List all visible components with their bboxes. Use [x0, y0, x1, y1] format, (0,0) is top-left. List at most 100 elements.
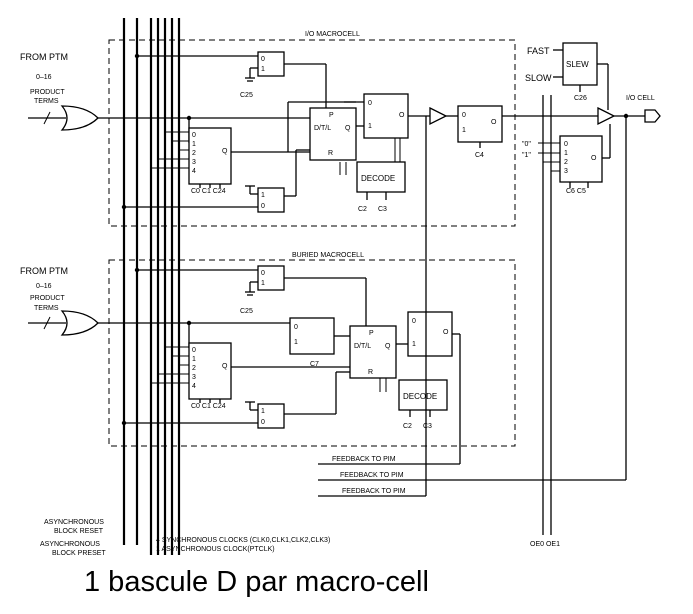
svg-text:"1": "1"	[522, 152, 531, 159]
slew-mux	[562, 42, 598, 86]
buried-macrocell-border	[108, 259, 516, 447]
buried-register	[349, 325, 397, 379]
svg-text:1: 1	[368, 123, 372, 130]
buried-macrocell-label: BURIED MACROCELL	[292, 252, 364, 259]
svg-text:0: 0	[462, 112, 466, 119]
svg-text:4: 4	[192, 383, 196, 390]
svg-text:O: O	[399, 112, 405, 119]
svg-text:DECODE: DECODE	[403, 392, 437, 401]
svg-text:0: 0	[192, 347, 196, 354]
svg-text:1: 1	[261, 66, 265, 73]
svg-text:0: 0	[261, 203, 265, 210]
svg-text:0: 0	[564, 141, 568, 148]
svg-text:4: 4	[192, 168, 196, 175]
svg-text:P: P	[369, 330, 374, 337]
product-label-2: PRODUCT	[30, 295, 65, 302]
caption: 1 bascule D par macro-cell	[84, 566, 429, 598]
svg-text:"0": "0"	[522, 141, 531, 148]
from-ptm-label-2: FROM PTM	[20, 266, 68, 276]
svg-text:1: 1	[261, 192, 265, 199]
svg-text:C26: C26	[574, 95, 587, 102]
svg-text:C25: C25	[240, 92, 253, 99]
output-buffer	[597, 106, 616, 126]
svg-text:C3: C3	[423, 423, 432, 430]
io-pin	[644, 109, 661, 123]
svg-text:1: 1	[192, 141, 196, 148]
oe-mux	[559, 135, 603, 183]
svg-text:D/T/L: D/T/L	[314, 125, 331, 132]
svg-text:2: 2	[192, 365, 196, 372]
svg-text:O: O	[443, 329, 449, 336]
svg-text:C3: C3	[378, 206, 387, 213]
async-clock-label: 1 ASYNCHRONOUS CLOCK(PTCLK)	[156, 546, 275, 553]
svg-text:3: 3	[564, 168, 568, 175]
svg-text:C2: C2	[358, 206, 367, 213]
async-reset-label-2: BLOCK RESET	[54, 528, 104, 535]
or-gate-2	[60, 310, 99, 336]
buried-mux-reset	[257, 403, 285, 429]
svg-text:1: 1	[294, 339, 298, 346]
svg-text:Q: Q	[385, 343, 391, 350]
feedback-label-1: FEEDBACK TO PIM	[332, 456, 396, 463]
svg-text:0: 0	[261, 419, 265, 426]
svg-text:1: 1	[412, 341, 416, 348]
io-buffer	[429, 106, 448, 126]
svg-text:1: 1	[564, 150, 568, 157]
svg-text:3: 3	[192, 374, 196, 381]
svg-text:R: R	[368, 369, 373, 376]
svg-text:R: R	[328, 150, 333, 157]
svg-text:1: 1	[192, 356, 196, 363]
slow-label: SLOW	[525, 73, 552, 83]
svg-text:Q: Q	[222, 148, 228, 155]
svg-text:O: O	[591, 155, 597, 162]
sync-clocks-label: 4 SYNCHRONOUS CLOCKS (CLK0,CLK1,CLK2,CLK…	[156, 537, 330, 544]
global-bus	[122, 18, 552, 555]
svg-text:C25: C25	[240, 308, 253, 315]
io-macrocell-border	[108, 39, 516, 227]
io-feedback-mux	[457, 105, 503, 143]
svg-text:0: 0	[368, 100, 372, 107]
svg-text:2: 2	[564, 159, 568, 166]
buried-output-mux	[407, 311, 453, 357]
product-label-1: PRODUCT	[30, 89, 65, 96]
from-ptm-label-1: FROM PTM	[20, 52, 68, 62]
io-register	[309, 107, 357, 161]
io-macrocell-label: I/O MACROCELL	[305, 31, 360, 38]
svg-text:0: 0	[261, 270, 265, 277]
range-label-2: 0–16	[36, 283, 52, 290]
svg-text:Q: Q	[345, 125, 351, 132]
svg-text:C0 C1 C24: C0 C1 C24	[191, 403, 226, 410]
terms-label-1: TERMS	[34, 98, 59, 105]
or-gate-1	[60, 105, 99, 131]
feedback-label-3: FEEDBACK TO PIM	[342, 488, 406, 495]
io-decode	[356, 161, 406, 193]
svg-text:D/T/L: D/T/L	[354, 343, 371, 350]
terms-label-2: TERMS	[34, 305, 59, 312]
svg-text:P: P	[329, 112, 334, 119]
feedback-label-2: FEEDBACK TO PIM	[340, 472, 404, 479]
svg-text:1: 1	[261, 280, 265, 287]
svg-text:C6 C5: C6 C5	[566, 188, 586, 195]
oe-label: OE0 OE1	[530, 541, 560, 548]
svg-text:DECODE: DECODE	[361, 174, 395, 183]
svg-text:1: 1	[261, 408, 265, 415]
async-reset-label: ASYNCHRONOUS	[44, 519, 104, 526]
svg-text:1: 1	[462, 127, 466, 134]
svg-text:0: 0	[412, 318, 416, 325]
svg-text:0: 0	[261, 56, 265, 63]
range-label-1: 0–16	[36, 74, 52, 81]
svg-text:C0 C1 C24: C0 C1 C24	[191, 188, 226, 195]
svg-text:Q: Q	[222, 363, 228, 370]
fast-label: FAST	[527, 46, 550, 56]
svg-text:SLEW: SLEW	[566, 60, 589, 69]
buried-decode	[398, 379, 448, 411]
async-preset-label-2: BLOCK PRESET	[52, 550, 106, 557]
buried-input-mux	[289, 317, 335, 355]
svg-text:O: O	[491, 119, 497, 126]
io-cell-label: I/O CELL	[626, 95, 655, 102]
svg-text:0: 0	[192, 132, 196, 139]
svg-text:0: 0	[294, 324, 298, 331]
svg-text:3: 3	[192, 159, 196, 166]
async-preset-label: ASYNCHRONOUS	[40, 541, 100, 548]
svg-text:C2: C2	[403, 423, 412, 430]
